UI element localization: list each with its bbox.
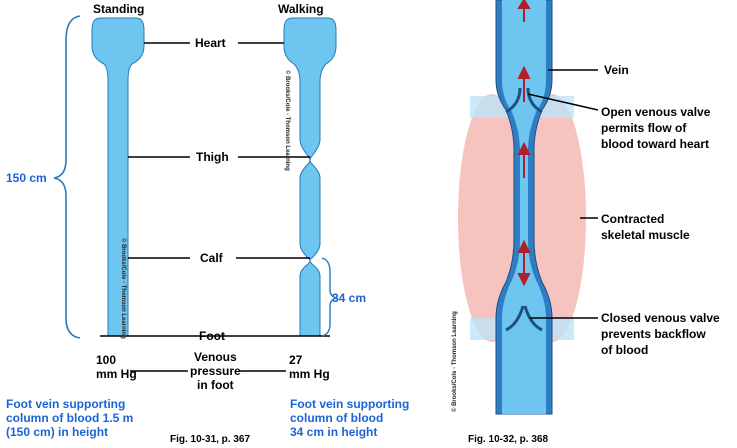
- thigh-label: Thigh: [196, 150, 229, 164]
- standing-note: Foot vein supporting column of blood 1.5…: [6, 397, 134, 439]
- standing-label: Standing: [93, 2, 145, 16]
- height-34-brace: [321, 257, 339, 337]
- standing-copyright: © Brooks/Cole - Thomson Learning: [120, 238, 126, 339]
- open-valve-label: Open venous valve permits flow of blood …: [601, 105, 711, 151]
- height-34-label: 34 cm: [332, 291, 367, 305]
- closed-valve: [505, 305, 543, 332]
- venous-pressure-label: Venous pressure in foot: [190, 350, 241, 392]
- walking-pressure: 27 mm Hg: [289, 353, 330, 381]
- right-caption: Fig. 10-32, p. 368: [468, 434, 549, 445]
- right-copyright: © Brooks/Cole - Thomson Learning: [452, 311, 458, 412]
- standing-pressure: 100 mm Hg: [96, 353, 137, 381]
- open-valve: [505, 87, 543, 114]
- vein-lumen: [502, 0, 546, 414]
- foot-label: Foot: [199, 329, 225, 343]
- height-150-brace: [53, 15, 81, 339]
- height-150-label: 150 cm: [6, 171, 47, 185]
- flow-arrows: [517, 0, 531, 287]
- closed-valve-label: Closed venous valve prevents backflow of…: [601, 311, 720, 357]
- open-valve-leader: [527, 93, 599, 111]
- calf-label: Calf: [200, 251, 223, 265]
- standing-vein: [91, 17, 145, 337]
- muscle-label: Contracted skeletal muscle: [601, 212, 690, 242]
- heart-label: Heart: [195, 36, 226, 50]
- vein-label: Vein: [604, 63, 629, 77]
- left-caption: Fig. 10-31, p. 367: [170, 434, 251, 445]
- walking-note: Foot vein supporting column of blood 34 …: [290, 397, 410, 439]
- walking-label: Walking: [278, 2, 324, 16]
- walking-copyright: © Brooks/Cole - Thomson Learning: [284, 70, 290, 171]
- walking-vein: [283, 17, 337, 337]
